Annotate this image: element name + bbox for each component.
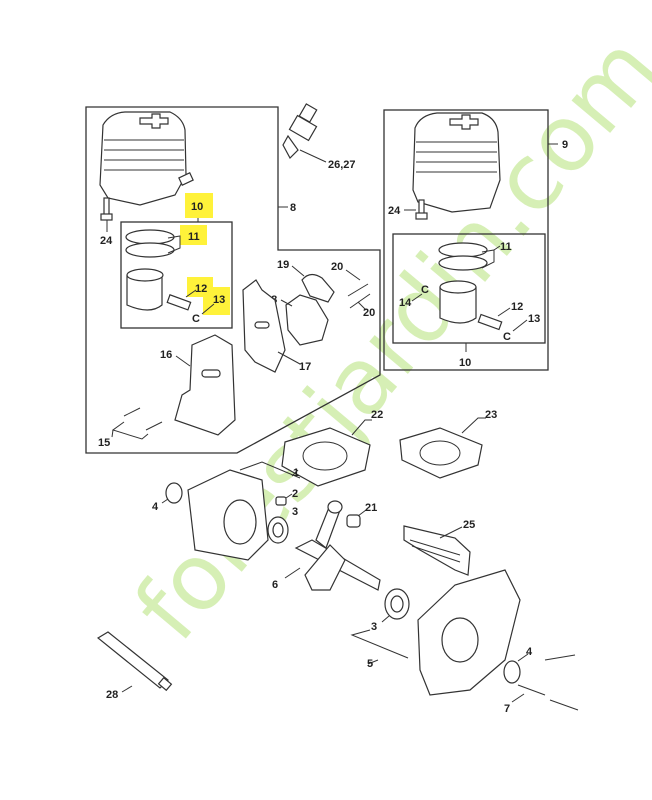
heat-shield-16: [174, 334, 236, 436]
label-3-top: 3: [292, 506, 298, 518]
label-4-left: 4: [152, 501, 159, 513]
circlip-left: C: [192, 313, 200, 325]
label-8: 8: [290, 202, 296, 214]
label-11-left: 11: [188, 231, 200, 243]
crankshaft-6: [294, 500, 381, 591]
label-21: 21: [365, 502, 377, 514]
part-25: [403, 525, 471, 576]
screw-24-right: [415, 199, 428, 220]
spark-plug: [282, 103, 318, 159]
label-20-bottom: 20: [363, 307, 375, 319]
needle-bearing-21: [346, 514, 361, 528]
piston-kit-left-frame: [120, 221, 233, 329]
label-10-left: 10: [191, 201, 203, 213]
label-1: 1: [293, 467, 299, 479]
piston-left: [126, 268, 164, 311]
seal-4-left: [165, 482, 183, 504]
label-28: 28: [106, 689, 118, 701]
screws-15: [111, 407, 163, 440]
seal-4-right: [503, 660, 521, 684]
part-19: [301, 273, 335, 303]
label-14: 14: [399, 297, 412, 309]
part-18: [285, 294, 329, 346]
label-2: 2: [292, 488, 298, 500]
label-15: 15: [98, 437, 110, 449]
grease-tube-28: [96, 631, 173, 692]
label-13-right: 13: [528, 313, 540, 325]
label-16: 16: [160, 349, 172, 361]
label-20-top: 20: [331, 261, 343, 273]
screws-20: [345, 269, 371, 311]
label-17: 17: [299, 361, 311, 373]
label-22: 22: [371, 409, 383, 421]
watermark: forestjardin.com: [114, 16, 652, 660]
piston-pin-left: [166, 294, 192, 311]
label-12-left: 12: [195, 283, 207, 295]
gasket-22: [281, 427, 371, 487]
screw-24-left: [100, 197, 113, 232]
label-4-right: 4: [526, 646, 533, 658]
piston-kit-right-frame: [392, 233, 546, 344]
right-kit-frame: [383, 109, 549, 371]
piston-rings-right: [438, 242, 488, 271]
circlip-right: C: [503, 331, 511, 343]
left-kit-frame: [85, 106, 381, 454]
label-10-right: 10: [459, 357, 471, 369]
label-24-right: 24: [388, 205, 401, 217]
piston-rings-left: [125, 229, 175, 258]
label-6: 6: [272, 579, 278, 591]
piston-pin-right: [477, 313, 503, 331]
sleeve-2: [275, 496, 287, 506]
label-5: 5: [367, 658, 373, 670]
cylinder-left: [99, 111, 194, 206]
label-26-27: 26,27: [328, 159, 356, 171]
label-19: 19: [277, 259, 289, 271]
piston-right: [439, 280, 477, 324]
screws-7: [517, 654, 579, 711]
label-13-left: 13: [213, 294, 225, 306]
watermark-text: forestjardin.com: [114, 16, 652, 660]
label-24-left: 24: [100, 235, 113, 247]
label-25: 25: [463, 519, 475, 531]
cylinder-right: [412, 112, 501, 213]
label-9: 9: [562, 139, 568, 151]
gasket-23: [399, 427, 483, 479]
circlip-14: C: [421, 284, 429, 296]
label-12-right: 12: [511, 301, 523, 313]
label-3-bottom: 3: [371, 621, 377, 633]
label-23: 23: [485, 409, 497, 421]
label-7: 7: [504, 703, 510, 715]
label-11-right: 11: [500, 241, 512, 253]
